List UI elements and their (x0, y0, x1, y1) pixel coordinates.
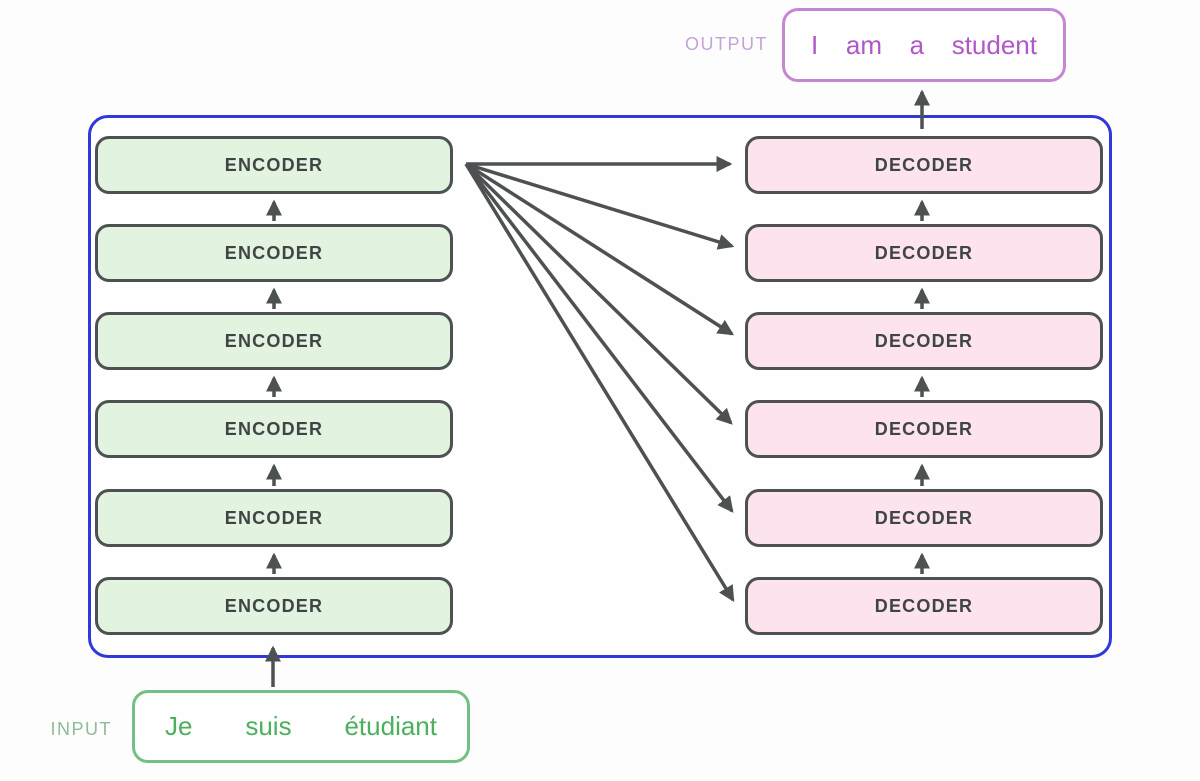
input-label: INPUT (50, 719, 112, 739)
decoder-label: DECODER (874, 330, 974, 351)
encoder-block-4: ENCODER (95, 312, 453, 370)
decoder-label: DECODER (874, 154, 974, 175)
encoder-label: ENCODER (224, 330, 324, 351)
encoder-label: ENCODER (224, 242, 324, 263)
encoder-label: ENCODER (224, 507, 324, 528)
encoder-block-6: ENCODER (95, 136, 453, 194)
encoder-label: ENCODER (224, 595, 324, 616)
encoder-block-5: ENCODER (95, 224, 453, 282)
decoder-label: DECODER (874, 418, 974, 439)
decoder-block-4: DECODER (745, 312, 1103, 370)
output-word: am (845, 29, 882, 60)
decoder-label: DECODER (874, 595, 974, 616)
encoder-label: ENCODER (224, 154, 324, 175)
decoder-label: DECODER (874, 507, 974, 528)
decoder-label: DECODER (874, 242, 974, 263)
decoder-block-2: DECODER (745, 489, 1103, 547)
input-word: étudiant (344, 711, 437, 741)
decoder-block-6: DECODER (745, 136, 1103, 194)
output-word: a (909, 29, 925, 60)
decoder-block-5: DECODER (745, 224, 1103, 282)
decoder-block-3: DECODER (745, 400, 1103, 458)
decoder-block-1: DECODER (745, 577, 1103, 635)
encoder-block-3: ENCODER (95, 400, 453, 458)
input-sentence-box: Je suis étudiant (132, 690, 470, 763)
output-label: OUTPUT (685, 34, 768, 54)
output-sentence-box: I am a student (782, 8, 1066, 82)
encoder-block-1: ENCODER (95, 577, 453, 635)
encoder-block-2: ENCODER (95, 489, 453, 547)
input-word: suis (245, 711, 292, 741)
output-word: I (811, 29, 819, 60)
encoder-label: ENCODER (224, 418, 324, 439)
input-word: Je (165, 711, 193, 741)
output-word: student (951, 29, 1037, 60)
